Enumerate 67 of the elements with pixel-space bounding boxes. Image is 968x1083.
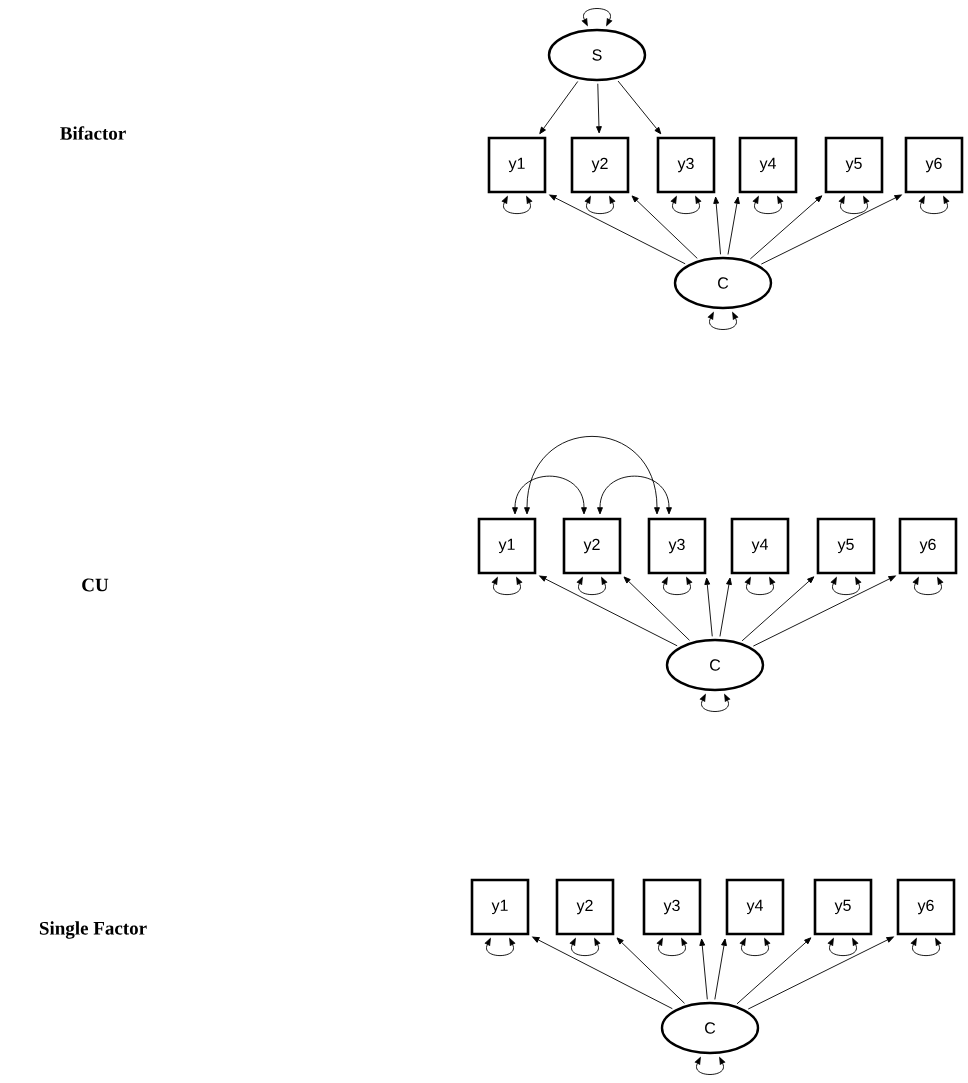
covariance-arrow bbox=[597, 475, 672, 515]
arrow bbox=[539, 575, 678, 647]
variance-loop bbox=[491, 577, 523, 596]
observed-box: y5 bbox=[824, 136, 884, 194]
variance-loop bbox=[744, 577, 776, 596]
variance-loop bbox=[584, 196, 616, 215]
variance-loop bbox=[694, 1057, 726, 1075]
observed-box: y2 bbox=[555, 878, 615, 936]
variance-loop bbox=[670, 196, 702, 215]
variance-loop bbox=[576, 577, 608, 596]
arrow bbox=[719, 577, 732, 637]
covariance-arrow bbox=[512, 475, 587, 515]
variance-loop bbox=[838, 196, 870, 215]
variance-loop bbox=[569, 938, 601, 957]
covariance-arrow bbox=[524, 435, 660, 515]
arrow bbox=[741, 576, 815, 642]
arrow bbox=[631, 195, 698, 259]
observed-box: y4 bbox=[738, 136, 798, 194]
arrow bbox=[704, 577, 713, 637]
arrow bbox=[539, 81, 579, 135]
arrow bbox=[749, 195, 823, 260]
observed-box: y3 bbox=[642, 878, 702, 936]
arrow bbox=[713, 196, 721, 255]
variance-loop bbox=[581, 8, 613, 26]
observed-box: y5 bbox=[813, 878, 873, 936]
observed-box: y6 bbox=[904, 136, 964, 194]
panel-title: Single Factor bbox=[39, 921, 147, 939]
arrow bbox=[623, 576, 690, 641]
variance-loop bbox=[699, 694, 731, 712]
arrow bbox=[736, 937, 812, 1005]
variance-loop bbox=[918, 196, 950, 215]
arrow bbox=[596, 83, 602, 134]
observed-box: y3 bbox=[647, 517, 707, 575]
arrow bbox=[699, 938, 708, 1000]
arrow bbox=[760, 194, 902, 265]
arrow bbox=[616, 937, 685, 1004]
observed-box: y4 bbox=[730, 517, 790, 575]
variance-loop bbox=[707, 312, 739, 330]
observed-box: y3 bbox=[656, 136, 716, 194]
variance-loop bbox=[827, 938, 859, 957]
variance-loop bbox=[910, 938, 942, 957]
variance-loop bbox=[912, 577, 944, 596]
observed-box: y5 bbox=[816, 517, 876, 575]
observed-box: y1 bbox=[487, 136, 547, 194]
variance-loop bbox=[484, 938, 516, 957]
arrow bbox=[549, 194, 686, 265]
variance-loop bbox=[739, 938, 771, 957]
variance-loop bbox=[830, 577, 862, 596]
panel-title: CU bbox=[82, 578, 109, 592]
observed-box: y2 bbox=[570, 136, 630, 194]
arrow bbox=[532, 936, 673, 1010]
observed-box: y1 bbox=[477, 517, 537, 575]
variance-loop bbox=[661, 577, 693, 596]
arrow bbox=[752, 575, 896, 647]
observed-box: y6 bbox=[898, 517, 958, 575]
arrow bbox=[727, 196, 740, 255]
observed-box: y6 bbox=[896, 878, 956, 936]
variance-loop bbox=[501, 196, 533, 215]
observed-box: y2 bbox=[562, 517, 622, 575]
variance-loop bbox=[656, 938, 688, 957]
observed-box: y4 bbox=[725, 878, 785, 936]
arrow bbox=[747, 936, 894, 1010]
arrow bbox=[714, 938, 727, 1000]
observed-box: y1 bbox=[470, 878, 530, 936]
arrow bbox=[617, 80, 662, 135]
panel-title: Bifactor bbox=[60, 126, 126, 140]
variance-loop bbox=[752, 196, 784, 215]
